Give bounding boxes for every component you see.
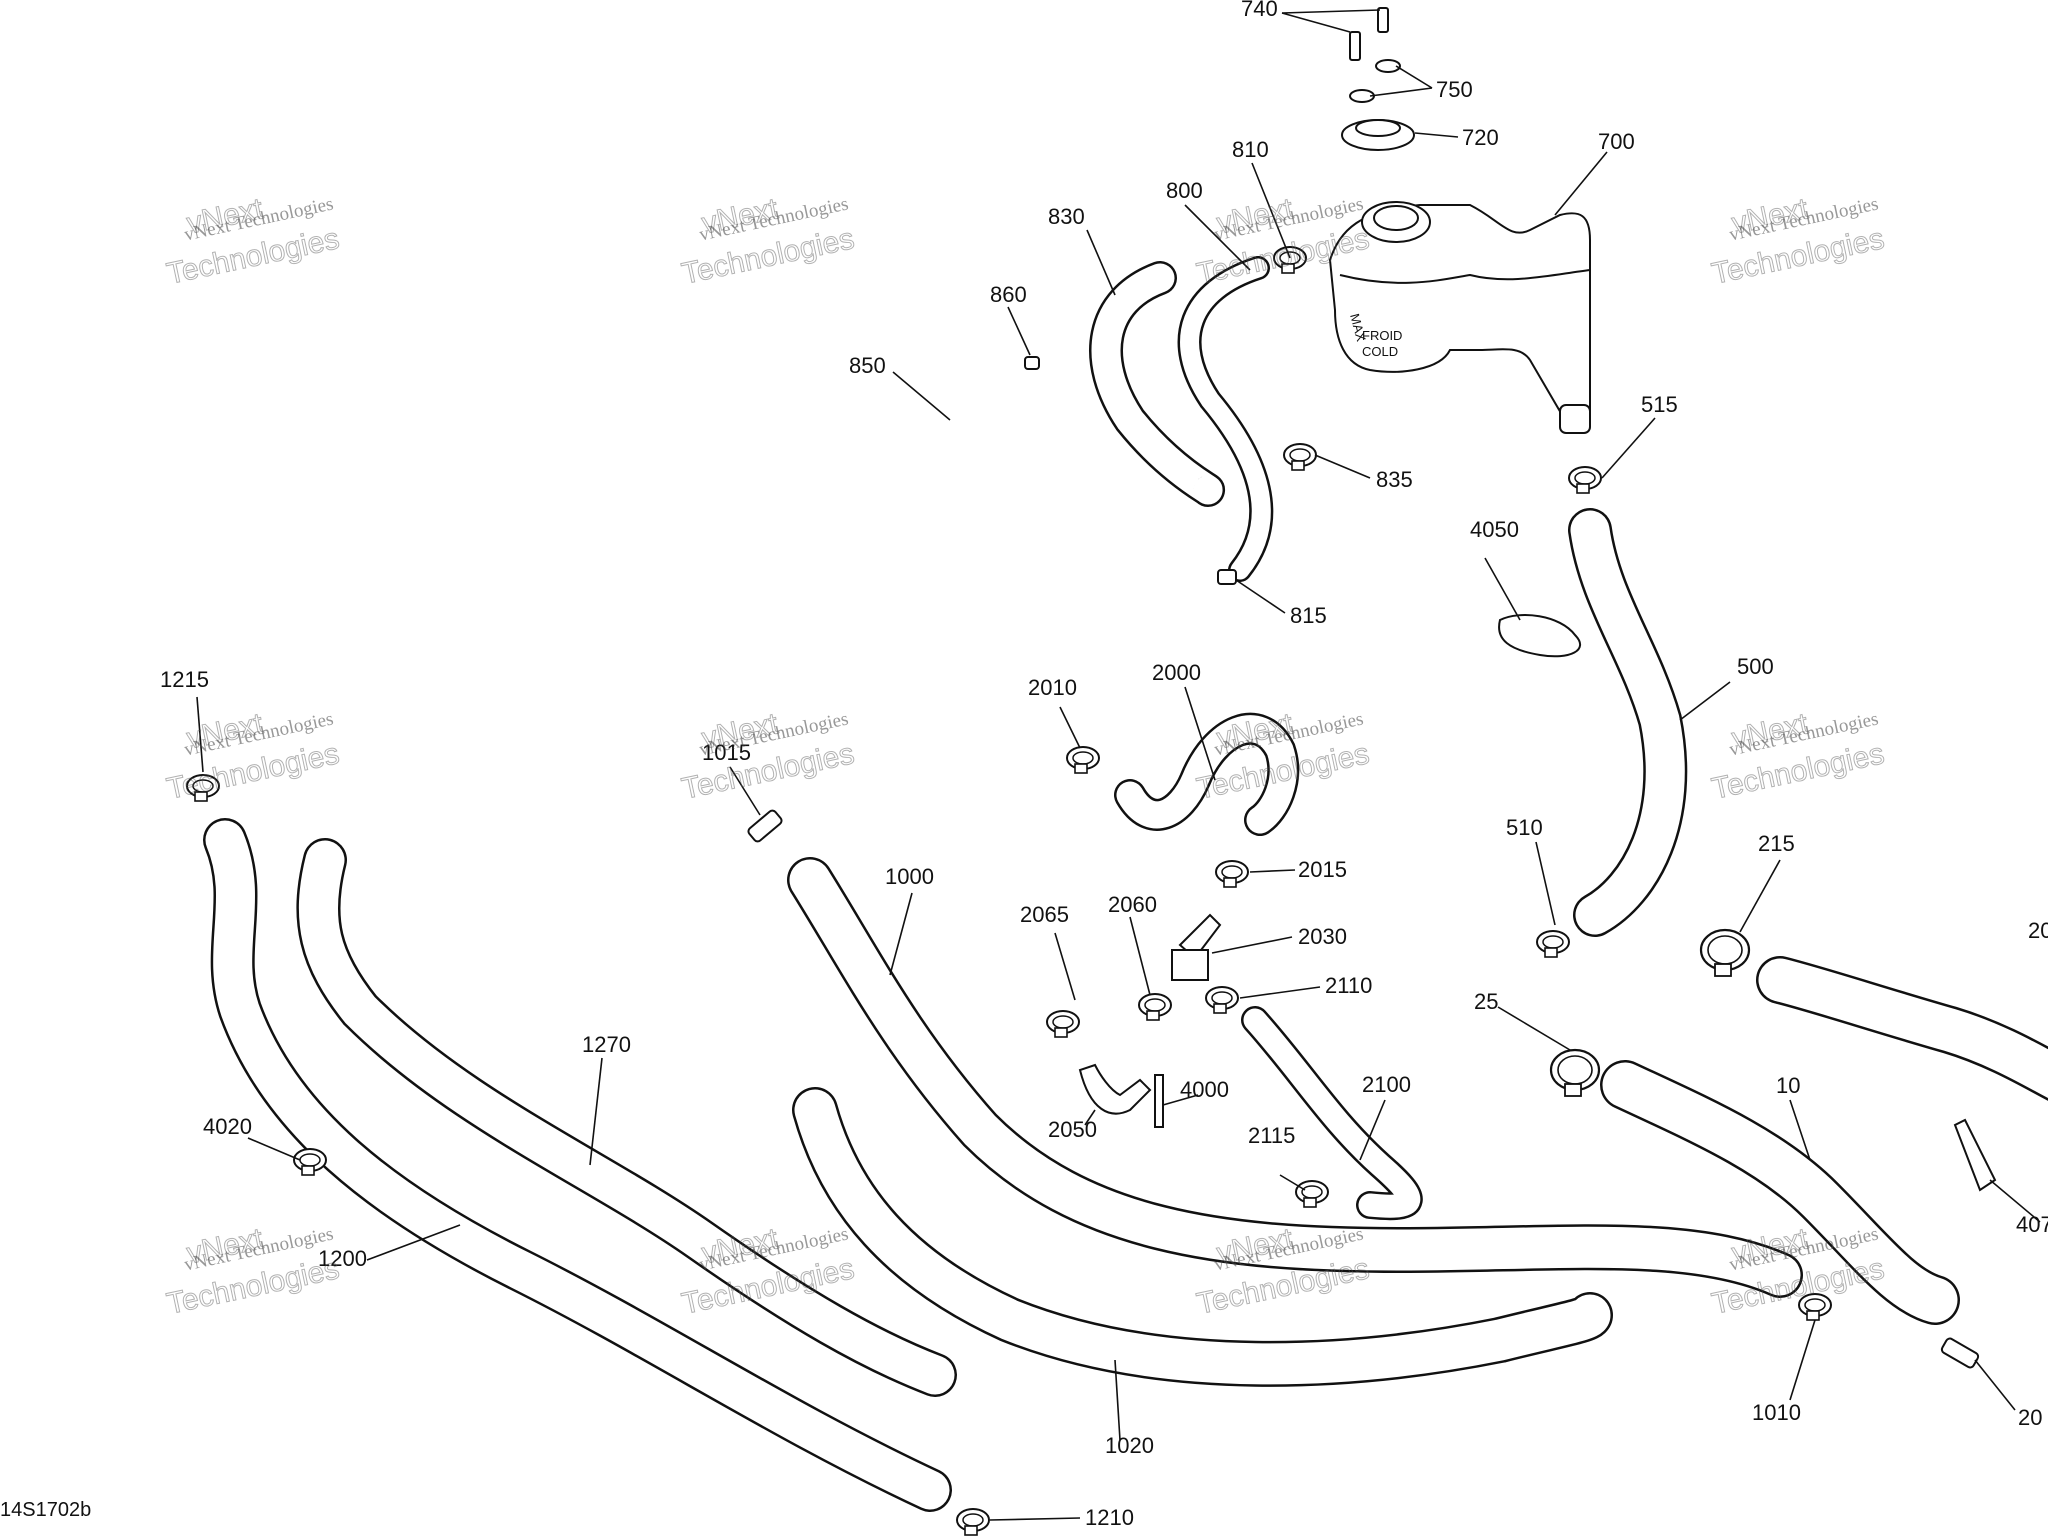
tank-marking-cold: COLD — [1362, 344, 1398, 359]
callout-4000: 4000 — [1180, 1077, 1229, 1102]
callout-2030: 2030 — [1298, 924, 1347, 949]
callout-500: 500 — [1737, 654, 1774, 679]
callout-2010: 2010 — [1028, 675, 1077, 700]
callout-2115: 2115 — [1248, 1123, 1295, 1148]
callout-1210: 1210 — [1085, 1505, 1134, 1530]
callout-2110: 2110 — [1325, 973, 1372, 998]
callout-2000: 2000 — [1152, 660, 1201, 685]
callout-labels: 740 750 720 700 810 800 830 860 850 835 … — [160, 0, 2048, 1530]
tank-marking-max: MAX — [1347, 312, 1369, 343]
hose-830 — [1089, 261, 1226, 507]
leader-lines — [196, 9, 2041, 1521]
callout-2015: 2015 — [1298, 857, 1347, 882]
callout-1270: 1270 — [582, 1032, 631, 1057]
hose-1020 — [792, 1087, 1613, 1387]
hose-850 — [946, 364, 1426, 956]
callout-2065: 2065 — [1020, 902, 1069, 927]
callout-25: 25 — [1474, 989, 1498, 1014]
callout-20: 20 — [2018, 1405, 2042, 1430]
tank-marking-froid: FROID — [1362, 328, 1402, 343]
reservoir-cap — [1341, 119, 1415, 151]
callout-2100: 2100 — [1362, 1072, 1411, 1097]
hose-200 — [1756, 956, 2048, 1101]
callout-2050: 2050 — [1048, 1117, 1097, 1142]
callout-810: 810 — [1232, 137, 1269, 162]
hose-500 — [1568, 508, 1688, 937]
callout-200: 200 — [2028, 918, 2048, 943]
callout-720: 720 — [1462, 125, 1499, 150]
callout-1200: 1200 — [318, 1246, 367, 1271]
document-code: 14S1702b — [0, 1499, 91, 1521]
callout-835: 835 — [1376, 467, 1413, 492]
callout-515: 515 — [1641, 392, 1678, 417]
callout-830: 830 — [1048, 204, 1085, 229]
callout-750: 750 — [1436, 77, 1473, 102]
callout-800: 800 — [1166, 178, 1203, 203]
callout-510: 510 — [1506, 815, 1543, 840]
callout-215: 215 — [1758, 831, 1795, 856]
callout-4050: 4050 — [1470, 517, 1519, 542]
callout-815: 815 — [1290, 603, 1327, 628]
fittings — [186, 246, 1997, 1536]
coolant-reservoir: MAX FROID COLD — [1328, 201, 1591, 434]
callout-1020: 1020 — [1105, 1433, 1154, 1458]
callout-4020: 4020 — [203, 1114, 252, 1139]
hose-1000 — [787, 857, 1803, 1298]
hose-1200 — [203, 818, 952, 1512]
callout-10: 10 — [1776, 1073, 1800, 1098]
callout-1215: 1215 — [160, 667, 209, 692]
bolts-740 — [1349, 7, 1389, 61]
hose-2000 — [1114, 712, 1300, 836]
callout-860: 860 — [990, 282, 1027, 307]
callout-850: 850 — [849, 353, 886, 378]
callout-1000: 1000 — [885, 864, 934, 889]
callout-2060: 2060 — [1108, 892, 1157, 917]
callout-1015: 1015 — [702, 740, 751, 765]
hose-10 — [1600, 1060, 1960, 1325]
hose-2100 — [1241, 1006, 1423, 1221]
callout-4070: 4070 — [2016, 1212, 2048, 1237]
hose-1270 — [296, 838, 957, 1397]
callout-1010: 1010 — [1752, 1400, 1801, 1425]
callout-700: 700 — [1598, 129, 1635, 154]
hose-800 — [1177, 256, 1274, 582]
callout-740: 740 — [1241, 0, 1278, 21]
